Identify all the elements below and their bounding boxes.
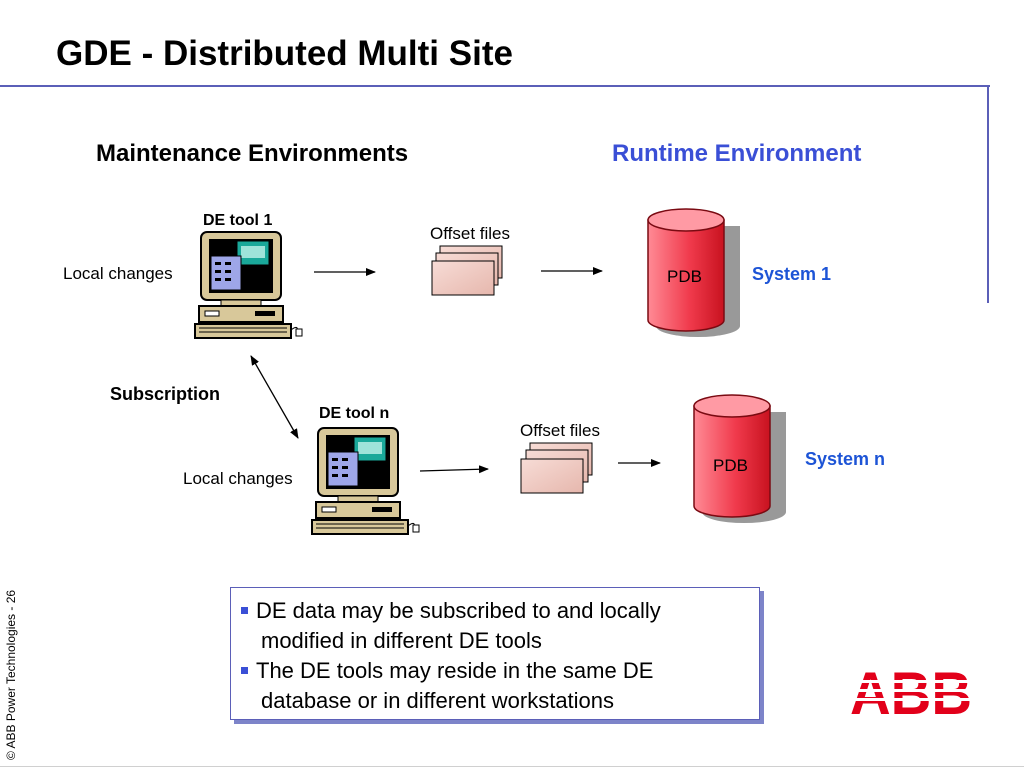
note-bullet: DE data may be subscribed to and locally… [241, 596, 749, 656]
arrow [419, 465, 489, 474]
subscription-label: Subscription [110, 384, 221, 404]
abb-logo: ABB [848, 660, 974, 727]
note-box: DE data may be subscribed to and locally… [230, 587, 760, 720]
system-1-label: System 1 [752, 264, 832, 284]
subscription-arrow [250, 355, 299, 439]
offset-files-label: Offset files [430, 224, 510, 243]
bullet-icon [241, 667, 248, 674]
system-n-label: System n [805, 449, 886, 469]
svg-text:ABB: ABB [850, 660, 972, 727]
note-bullet: The DE tools may reside in the same DE d… [241, 656, 749, 716]
de-tool-1-label: DE tool 1 [203, 212, 273, 229]
offset-files-icon [431, 245, 503, 296]
computer-icon [194, 231, 303, 339]
title-rule [0, 85, 990, 87]
local-changes-label: Local changes [183, 469, 293, 488]
pdb-label: PDB [667, 267, 702, 286]
side-rule [987, 85, 989, 303]
pdb-label: PDB [713, 456, 748, 475]
offset-files-label: Offset files [520, 421, 600, 440]
computer-icon [311, 427, 420, 535]
de-tool-n-label: DE tool n [319, 405, 390, 422]
database-icon [693, 394, 786, 524]
bullet-icon [241, 607, 248, 614]
copyright-footer: © ABB Power Technologies - 26 [4, 589, 18, 760]
slide-title: GDE - Distributed Multi Site [56, 34, 513, 73]
local-changes-label: Local changes [63, 264, 173, 283]
maintenance-heading: Maintenance Environments [96, 140, 409, 167]
offset-files-icon [520, 442, 593, 494]
footer-rule [0, 766, 1024, 767]
database-icon [647, 208, 740, 338]
runtime-heading: Runtime Environment [612, 140, 862, 167]
